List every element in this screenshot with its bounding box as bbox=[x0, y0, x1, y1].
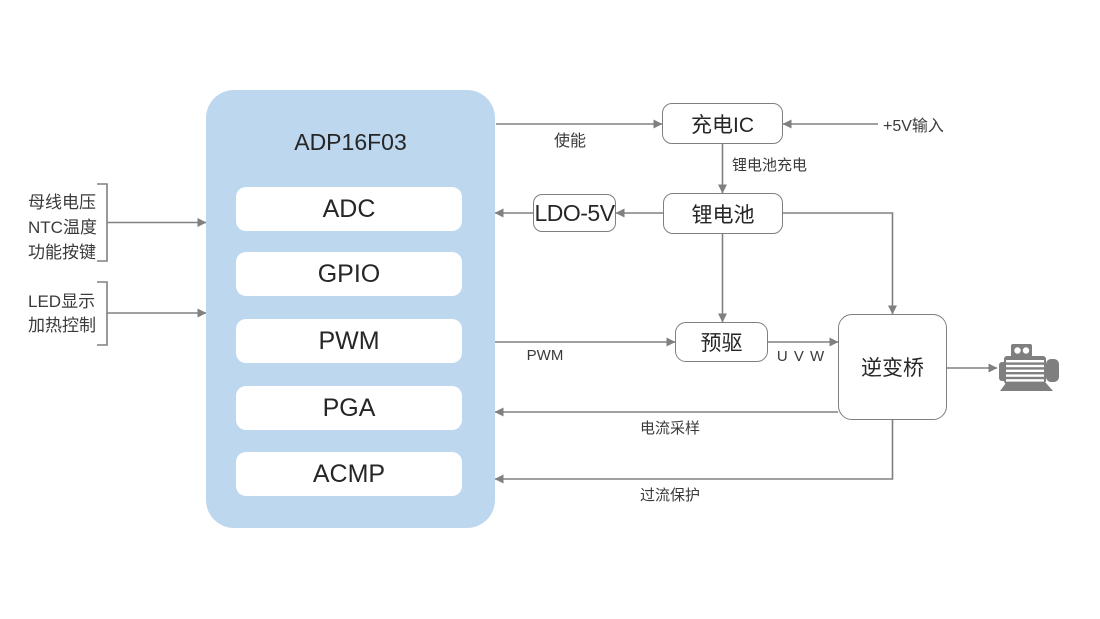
label-uvw: U V W bbox=[776, 348, 826, 365]
input-ntc-temp: NTC温度 bbox=[28, 218, 97, 237]
label-current-sample: 电流采样 bbox=[639, 420, 700, 437]
module-acmp: ACMP bbox=[236, 452, 462, 496]
label-overcurrent-protect: 过流保护 bbox=[639, 487, 700, 504]
wire-overcurrent bbox=[494, 420, 894, 484]
label-enable: 使能 bbox=[553, 133, 586, 150]
block-ldo: LDO-5V bbox=[533, 194, 616, 232]
block-inverter-bridge: 逆变桥 bbox=[838, 314, 947, 420]
control-output-group: LED显示 加热控制 bbox=[28, 290, 96, 338]
module-gpio: GPIO bbox=[236, 252, 462, 296]
input-function-keys: 功能按键 bbox=[28, 243, 96, 262]
module-pwm: PWM bbox=[236, 319, 462, 363]
block-predriver: 预驱 bbox=[675, 322, 768, 362]
bracket-sensor-inputs bbox=[97, 183, 108, 262]
mcu-title: ADP16F03 bbox=[294, 129, 407, 155]
motor-icon bbox=[998, 341, 1060, 394]
label-5v-input: +5V输入 bbox=[883, 118, 944, 135]
wire-battery-to-inverter bbox=[783, 212, 897, 315]
output-heat-control: 加热控制 bbox=[28, 316, 96, 335]
label-battery-charge: 锂电池充电 bbox=[732, 157, 808, 174]
output-led-display: LED显示 bbox=[28, 292, 96, 311]
input-bus-voltage: 母线电压 bbox=[28, 193, 96, 212]
block-battery: 锂电池 bbox=[663, 193, 783, 234]
sensor-input-group: 母线电压 NTC温度 功能按键 bbox=[28, 190, 97, 265]
module-pga: PGA bbox=[236, 386, 462, 430]
label-pwm: PWM bbox=[526, 347, 564, 364]
block-charge-ic: 充电IC bbox=[662, 103, 783, 144]
module-adc: ADC bbox=[236, 187, 462, 231]
bracket-control-outputs bbox=[97, 281, 108, 346]
